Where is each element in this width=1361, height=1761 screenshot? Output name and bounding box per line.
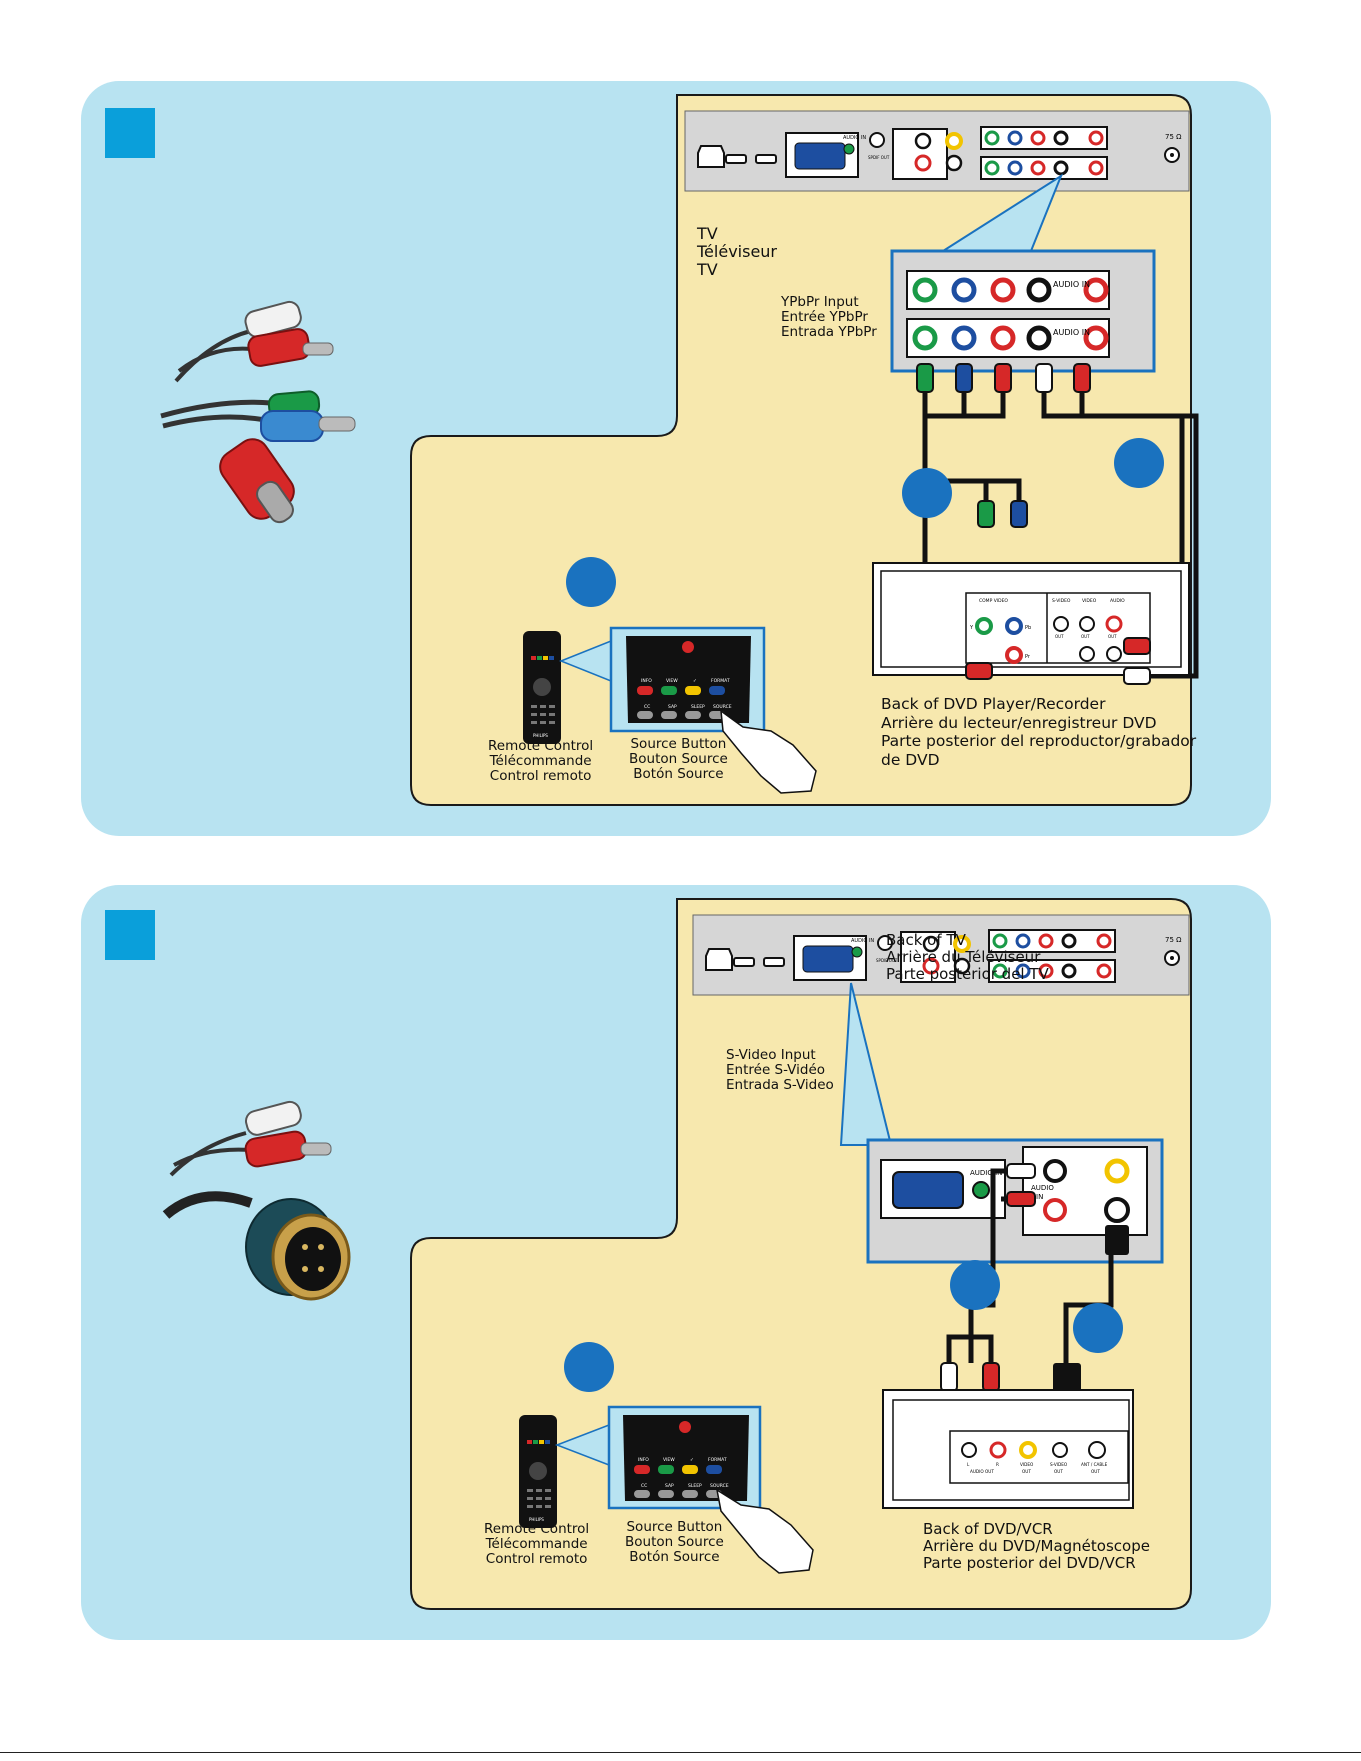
svg-text:CC: CC bbox=[644, 704, 650, 710]
svg-text:OUT: OUT bbox=[1081, 634, 1090, 639]
svg-text:AUDIO OUT: AUDIO OUT bbox=[970, 1469, 994, 1474]
audio-in-text: AUDIO IN bbox=[843, 135, 866, 141]
svg-text:SAP: SAP bbox=[668, 704, 677, 710]
step-circle-b bbox=[902, 468, 952, 518]
callout-wedge bbox=[839, 982, 893, 1146]
dvd-back-panel: COMP VIDEO Y Pb Pr S-VIDEO VIDEO AUDIO O… bbox=[872, 562, 1190, 676]
step-circle-c bbox=[1073, 1303, 1123, 1353]
footer-line bbox=[0, 1752, 1361, 1753]
tv-back-panel: AUDIO IN SPDIF OUT 75 Ω bbox=[692, 914, 1190, 996]
hdmi-port-icon bbox=[725, 154, 747, 164]
svg-text:Pr: Pr bbox=[1025, 654, 1031, 660]
step-circle-d bbox=[564, 1342, 614, 1392]
svg-text:Pb: Pb bbox=[1025, 625, 1031, 631]
svg-text:ANT / CABLE: ANT / CABLE bbox=[1081, 1462, 1108, 1467]
svg-text:VIDEO: VIDEO bbox=[1020, 1462, 1034, 1467]
dvd-vcr-back-panel: L R AUDIO OUT VIDEO OUT S-VIDEO OUT ANT … bbox=[882, 1389, 1134, 1509]
rca-component-cables-icon bbox=[160, 300, 356, 524]
svg-text:OUT: OUT bbox=[1022, 1469, 1031, 1474]
svg-text:COMP VIDEO: COMP VIDEO bbox=[979, 598, 1008, 604]
svideo-connection-diagram: AUDIO IN SPDIF OUT 75 Ω AUDIO bbox=[162, 898, 1192, 1610]
svg-text:FORMAT: FORMAT bbox=[708, 1457, 727, 1463]
svg-text:PHILIPS: PHILIPS bbox=[529, 1517, 544, 1522]
ypbpr-input-zoom: AUDIO IN AUDIO IN bbox=[890, 249, 1156, 373]
svg-text:OUT: OUT bbox=[1055, 634, 1064, 639]
step-circle-d bbox=[566, 557, 616, 607]
svg-text:SLEEP: SLEEP bbox=[688, 1483, 702, 1489]
rca-svideo-cables-icon bbox=[162, 1100, 351, 1301]
svg-text:SOURCE: SOURCE bbox=[710, 1483, 729, 1489]
svg-text:INFO: INFO bbox=[641, 678, 652, 684]
svg-text:SPDIF OUT: SPDIF OUT bbox=[876, 958, 898, 963]
hdmi-port-icon bbox=[733, 957, 755, 967]
remote-zoom: INFO VIEW ✓ FORMAT CC SAP SLEEP SOURCE bbox=[607, 1405, 762, 1510]
step-panel-component: AUDIO IN SPDIF OUT 75 Ω bbox=[81, 81, 1271, 836]
svg-text:CC: CC bbox=[641, 1483, 647, 1489]
remote-zoom: INFO VIEW ✓ FORMAT CC SAP SLEEP SOURCE bbox=[609, 626, 766, 733]
svg-text:AUDIO IN: AUDIO IN bbox=[970, 1169, 1002, 1177]
svg-text:SAP: SAP bbox=[665, 1483, 674, 1489]
tv-back-panel: AUDIO IN SPDIF OUT 75 Ω bbox=[684, 110, 1190, 192]
svg-text:OUT: OUT bbox=[1054, 1469, 1063, 1474]
svg-text:VIDEO: VIDEO bbox=[1082, 598, 1097, 604]
svg-text:R: R bbox=[996, 1462, 999, 1467]
step-marker-square bbox=[105, 910, 155, 960]
svg-text:OUT: OUT bbox=[1091, 1469, 1100, 1474]
svg-text:S-VIDEO: S-VIDEO bbox=[1052, 598, 1071, 604]
step-circle-b bbox=[950, 1260, 1000, 1310]
rca-plugs-dvd bbox=[965, 500, 1151, 685]
svg-text:PHILIPS: PHILIPS bbox=[533, 733, 548, 738]
hand-pointer-icon bbox=[720, 709, 817, 794]
hdmi-port-icon bbox=[763, 957, 785, 967]
svg-text:✓: ✓ bbox=[690, 1458, 694, 1463]
step-panel-svideo: AUDIO IN SPDIF OUT 75 Ω AUDIO bbox=[81, 885, 1271, 1640]
remote-control-icon: PHILIPS bbox=[523, 631, 561, 744]
power-socket-icon bbox=[697, 145, 725, 168]
svg-text:AUDIO: AUDIO bbox=[1110, 598, 1125, 604]
svg-text:✓: ✓ bbox=[693, 679, 697, 684]
svg-text:VIEW: VIEW bbox=[663, 1457, 675, 1463]
step-marker-square bbox=[105, 108, 155, 158]
svg-text:L: L bbox=[967, 1462, 970, 1467]
hdmi-port-icon bbox=[755, 154, 777, 164]
remote-control-icon: PHILIPS bbox=[519, 1415, 557, 1528]
ohm-text: 75 Ω bbox=[1165, 133, 1182, 141]
component-connection-diagram: AUDIO IN SPDIF OUT 75 Ω bbox=[160, 94, 1199, 806]
svg-text:AUDIO IN: AUDIO IN bbox=[851, 938, 874, 944]
svg-text:S-VIDEO: S-VIDEO bbox=[1050, 1462, 1068, 1467]
svg-text:AUDIO: AUDIO bbox=[1031, 1184, 1054, 1192]
svg-text:SOURCE: SOURCE bbox=[713, 704, 732, 710]
plugs bbox=[940, 1163, 1129, 1397]
rca-plugs-top bbox=[916, 363, 1091, 393]
svg-text:SLEEP: SLEEP bbox=[691, 704, 705, 710]
audio-in-label: AUDIO IN bbox=[1053, 280, 1090, 289]
hand-pointer-icon bbox=[715, 1488, 814, 1574]
step-circle-c bbox=[1114, 438, 1164, 488]
svg-text:OUT: OUT bbox=[1108, 634, 1117, 639]
svg-text:75 Ω: 75 Ω bbox=[1165, 936, 1182, 944]
audio-in-label: AUDIO IN bbox=[1053, 328, 1090, 337]
spdif-text: SPDIF OUT bbox=[868, 155, 890, 160]
svg-text:Y: Y bbox=[969, 625, 974, 631]
svg-text:FORMAT: FORMAT bbox=[711, 678, 730, 684]
svg-text:VIEW: VIEW bbox=[666, 678, 678, 684]
power-socket-icon bbox=[705, 948, 733, 971]
svideo-input-zoom: AUDIO IN AUDIO IN bbox=[866, 1138, 1164, 1264]
svg-text:INFO: INFO bbox=[638, 1457, 649, 1463]
svg-text:IN: IN bbox=[1036, 1193, 1043, 1201]
